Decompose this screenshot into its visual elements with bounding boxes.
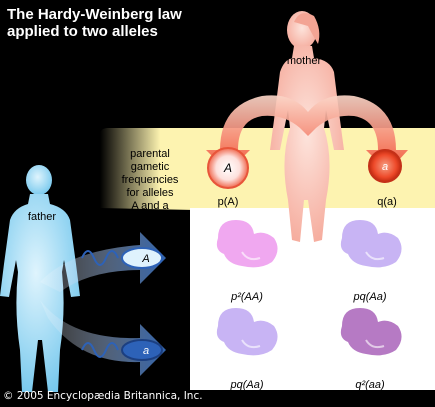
egg-A: A — [208, 148, 248, 188]
sperm-A-label: A — [141, 253, 149, 265]
egg-A-label: A — [223, 161, 232, 175]
egg-a-label: a — [382, 161, 388, 173]
father-freq-a: q(a) — [133, 375, 153, 387]
freq-text-line-5: A and a — [131, 200, 169, 212]
mother-label: mother — [287, 55, 322, 67]
offspring-label-AA: p²(AA) — [230, 291, 263, 303]
offspring-label-aa: q²(aa) — [355, 379, 385, 391]
egg-a: a — [369, 150, 401, 182]
freq-text-line-4: for alleles — [126, 187, 174, 199]
freq-text-line-1: parental — [130, 148, 170, 160]
copyright-notice: © 2005 Encyclopædia Britannica, Inc. — [3, 390, 203, 402]
father-label: father — [28, 211, 56, 223]
father-freq-A: p(A) — [133, 287, 154, 299]
mother-freq-a: q(a) — [377, 196, 397, 208]
mother-freq-A: p(A) — [218, 196, 239, 208]
offspring-label-Aa-2: pq(Aa) — [229, 379, 263, 391]
offspring-label-Aa-1: pq(Aa) — [352, 291, 386, 303]
sperm-a-label: a — [143, 345, 149, 357]
freq-text-line-3: frequencies — [122, 174, 179, 186]
freq-text-line-2: gametic — [131, 161, 170, 173]
